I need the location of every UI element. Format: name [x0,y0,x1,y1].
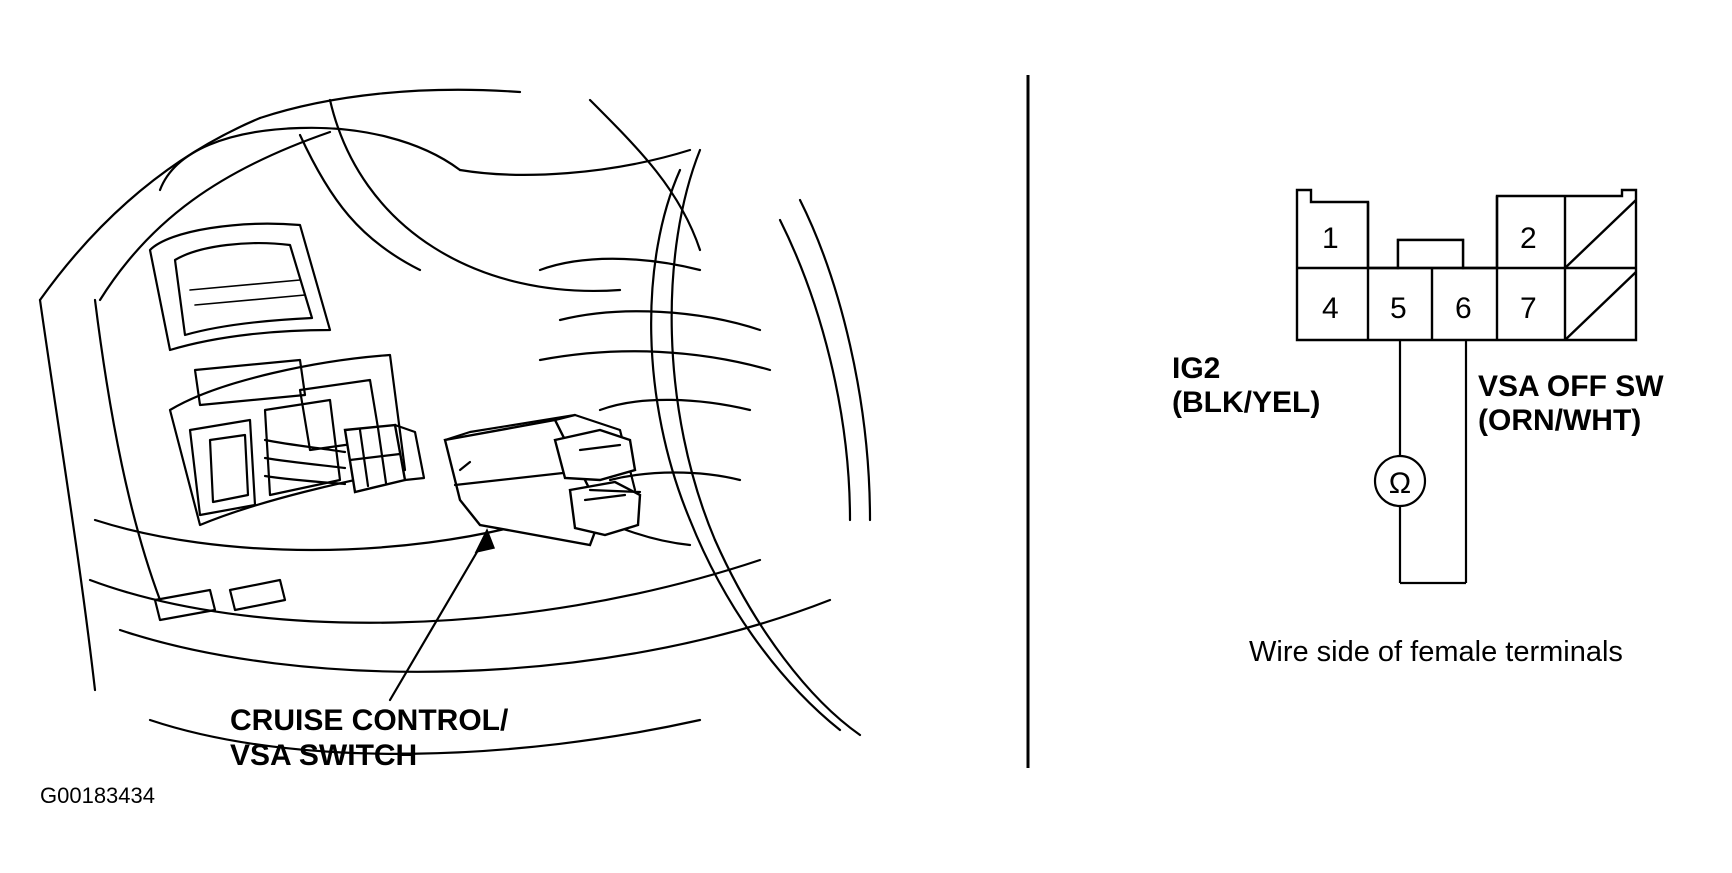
connector-face [1295,188,1638,342]
pin-2-label: 2 [1520,222,1537,255]
probe-right-name: VSA OFF SW [1478,370,1664,403]
pin-6-label: 6 [1455,292,1472,325]
switch-label-line1: CRUISE CONTROL/ [230,704,509,737]
blank-cavity-top [1564,199,1637,269]
pin-7-label: 7 [1520,292,1537,325]
probe-left-wire: (BLK/YEL) [1172,386,1320,419]
probe-left-name: IG2 [1172,352,1220,385]
ohmmeter-circuit [1373,340,1468,585]
figure-code: G00183434 [40,783,155,808]
wire-harness [263,438,347,486]
pin-1-label: 1 [1322,222,1339,255]
harness-plug [343,423,426,494]
switch-label-line2: VSA SWITCH [230,739,417,772]
cruise-vsa-switch [443,413,642,547]
connector-latch [1396,238,1465,270]
pin-5-label: 5 [1390,292,1407,325]
ohmmeter-icon [1373,454,1427,508]
pin-4-label: 4 [1322,292,1339,325]
pointer-arrow [388,528,496,702]
ohm-symbol: Ω [1389,467,1411,500]
connector-caption: Wire side of female terminals [1249,636,1623,668]
dashboard-illustration [38,88,872,755]
blank-cavity-bottom [1564,271,1637,341]
probe-right-wire: (ORN/WHT) [1478,404,1641,437]
